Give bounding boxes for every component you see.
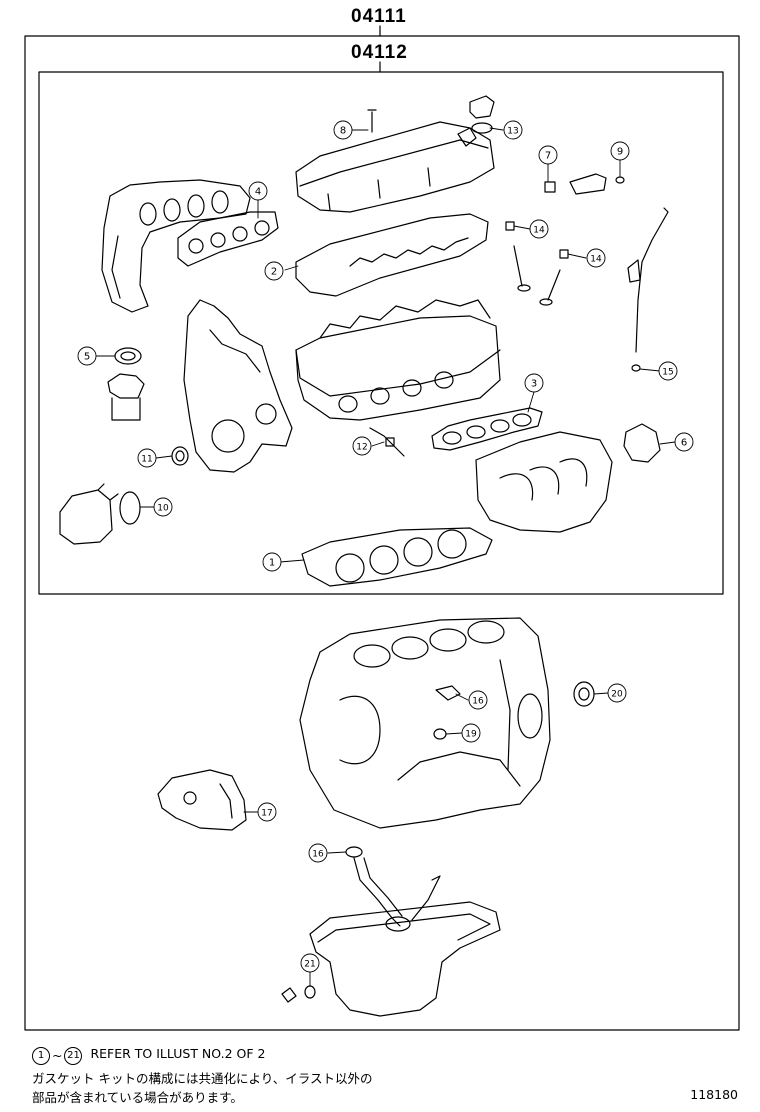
callout-number: 14 bbox=[533, 226, 545, 236]
oil-strainer-part bbox=[345, 846, 441, 932]
oil-filler-cap-part bbox=[469, 95, 495, 134]
callout-number: 16 bbox=[312, 850, 324, 860]
exhaust-manifold-part bbox=[101, 179, 251, 313]
callout-8: 8 bbox=[333, 120, 353, 140]
timing-chain-cover-part bbox=[183, 299, 293, 473]
callout-number: 16 bbox=[472, 697, 484, 707]
callout-number: 11 bbox=[141, 455, 152, 465]
japanese-note-line-1: ガスケット キットの構成には共通化により、イラスト以外の bbox=[32, 1071, 373, 1086]
exhaust-manifold-gasket-part bbox=[177, 211, 279, 267]
oil-seal-11-part bbox=[171, 446, 189, 466]
oil-level-gauge-guide-part bbox=[627, 207, 669, 372]
callout-number: 7 bbox=[545, 151, 551, 162]
callout-2: 2 bbox=[264, 261, 284, 281]
cylinder-block-part bbox=[299, 617, 551, 829]
bolt-12-part bbox=[369, 427, 405, 457]
callout-number: 15 bbox=[662, 368, 673, 378]
callout-number: 10 bbox=[157, 504, 169, 514]
callout-number: 3 bbox=[531, 379, 537, 390]
callout-16: 16 bbox=[308, 843, 328, 863]
bolt-8-part bbox=[367, 109, 377, 133]
refer-text: REFER TO ILLUST NO.2 OF 2 bbox=[90, 1046, 266, 1061]
oil-filter-part bbox=[59, 483, 141, 545]
callout-10: 10 bbox=[153, 497, 173, 517]
callout-number: 21 bbox=[304, 960, 315, 970]
callout-3: 3 bbox=[524, 373, 544, 393]
range-end-badge: 21 bbox=[64, 1046, 83, 1065]
callout-13: 13 bbox=[503, 120, 523, 140]
oil-pan-part bbox=[309, 901, 501, 1017]
throttle-body-gasket-part bbox=[623, 423, 661, 463]
cylinder-head-gasket-part bbox=[301, 527, 493, 587]
callout-14: 14 bbox=[529, 219, 549, 239]
fuel-injector-part bbox=[544, 173, 607, 195]
range-separator: ~ bbox=[52, 1048, 63, 1063]
o-ring-9-part bbox=[615, 176, 625, 184]
callout-14: 14 bbox=[586, 248, 606, 268]
inner-kit-frame bbox=[38, 71, 724, 595]
intake-valve-part bbox=[513, 245, 531, 292]
callout-number: 17 bbox=[261, 809, 272, 819]
outer-kit-frame bbox=[24, 35, 740, 1031]
callout-number: 8 bbox=[340, 126, 346, 137]
head-cover-gasket-part bbox=[295, 213, 489, 297]
callout-16: 16 bbox=[468, 690, 488, 710]
intake-manifold-gasket-part bbox=[431, 407, 543, 451]
callout-17: 17 bbox=[257, 802, 277, 822]
callout-number: 6 bbox=[681, 438, 687, 449]
callout-11: 11 bbox=[137, 448, 157, 468]
callout-1: 1 bbox=[262, 552, 282, 572]
cylinder-head-part bbox=[295, 299, 501, 421]
callout-number: 14 bbox=[590, 255, 602, 265]
illustration-id: 118180 bbox=[690, 1087, 738, 1102]
japanese-note-line-2: 部品が含まれている場合があります。 bbox=[32, 1090, 243, 1105]
callout-6: 6 bbox=[674, 432, 694, 452]
exhaust-valve-part bbox=[539, 269, 561, 306]
o-ring-19-part bbox=[433, 728, 447, 740]
oil-jet-part bbox=[435, 685, 461, 701]
valve-stem-seal-part bbox=[505, 221, 515, 231]
valve-stem-seal-part bbox=[559, 249, 569, 259]
callout-number: 4 bbox=[255, 187, 261, 198]
rear-oil-seal-part bbox=[573, 681, 595, 707]
callout-number: 12 bbox=[356, 443, 367, 453]
callout-number: 2 bbox=[271, 267, 277, 278]
callout-7: 7 bbox=[538, 145, 558, 165]
refer-note: 1 ~ 21 REFER TO ILLUST NO.2 OF 2 bbox=[32, 1046, 265, 1065]
callout-9: 9 bbox=[610, 141, 630, 161]
callout-number: 5 bbox=[84, 352, 90, 363]
refer-range: 1 ~ 21 bbox=[32, 1046, 83, 1065]
callout-12: 12 bbox=[352, 436, 372, 456]
cylinder-head-cover-part bbox=[295, 121, 495, 213]
inner-kit-code: 04112 bbox=[351, 42, 408, 63]
callout-21: 21 bbox=[300, 953, 320, 973]
callout-number: 19 bbox=[465, 730, 477, 740]
callout-number: 13 bbox=[507, 127, 518, 137]
callout-5: 5 bbox=[77, 346, 97, 366]
leader-lines bbox=[95, 127, 676, 987]
callout-number: 1 bbox=[269, 558, 275, 569]
callout-4: 4 bbox=[248, 181, 268, 201]
water-pump-part bbox=[157, 769, 247, 831]
callout-15: 15 bbox=[658, 361, 678, 381]
intake-manifold-part bbox=[475, 431, 613, 533]
callout-19: 19 bbox=[461, 723, 481, 743]
outer-kit-code: 04111 bbox=[351, 6, 407, 27]
drain-plug-part bbox=[281, 985, 316, 1003]
range-start-badge: 1 bbox=[32, 1046, 50, 1065]
callout-number: 9 bbox=[617, 147, 623, 158]
callout-number: 20 bbox=[611, 690, 623, 700]
callout-20: 20 bbox=[607, 683, 627, 703]
crankshaft-front-seal-part bbox=[107, 347, 145, 421]
